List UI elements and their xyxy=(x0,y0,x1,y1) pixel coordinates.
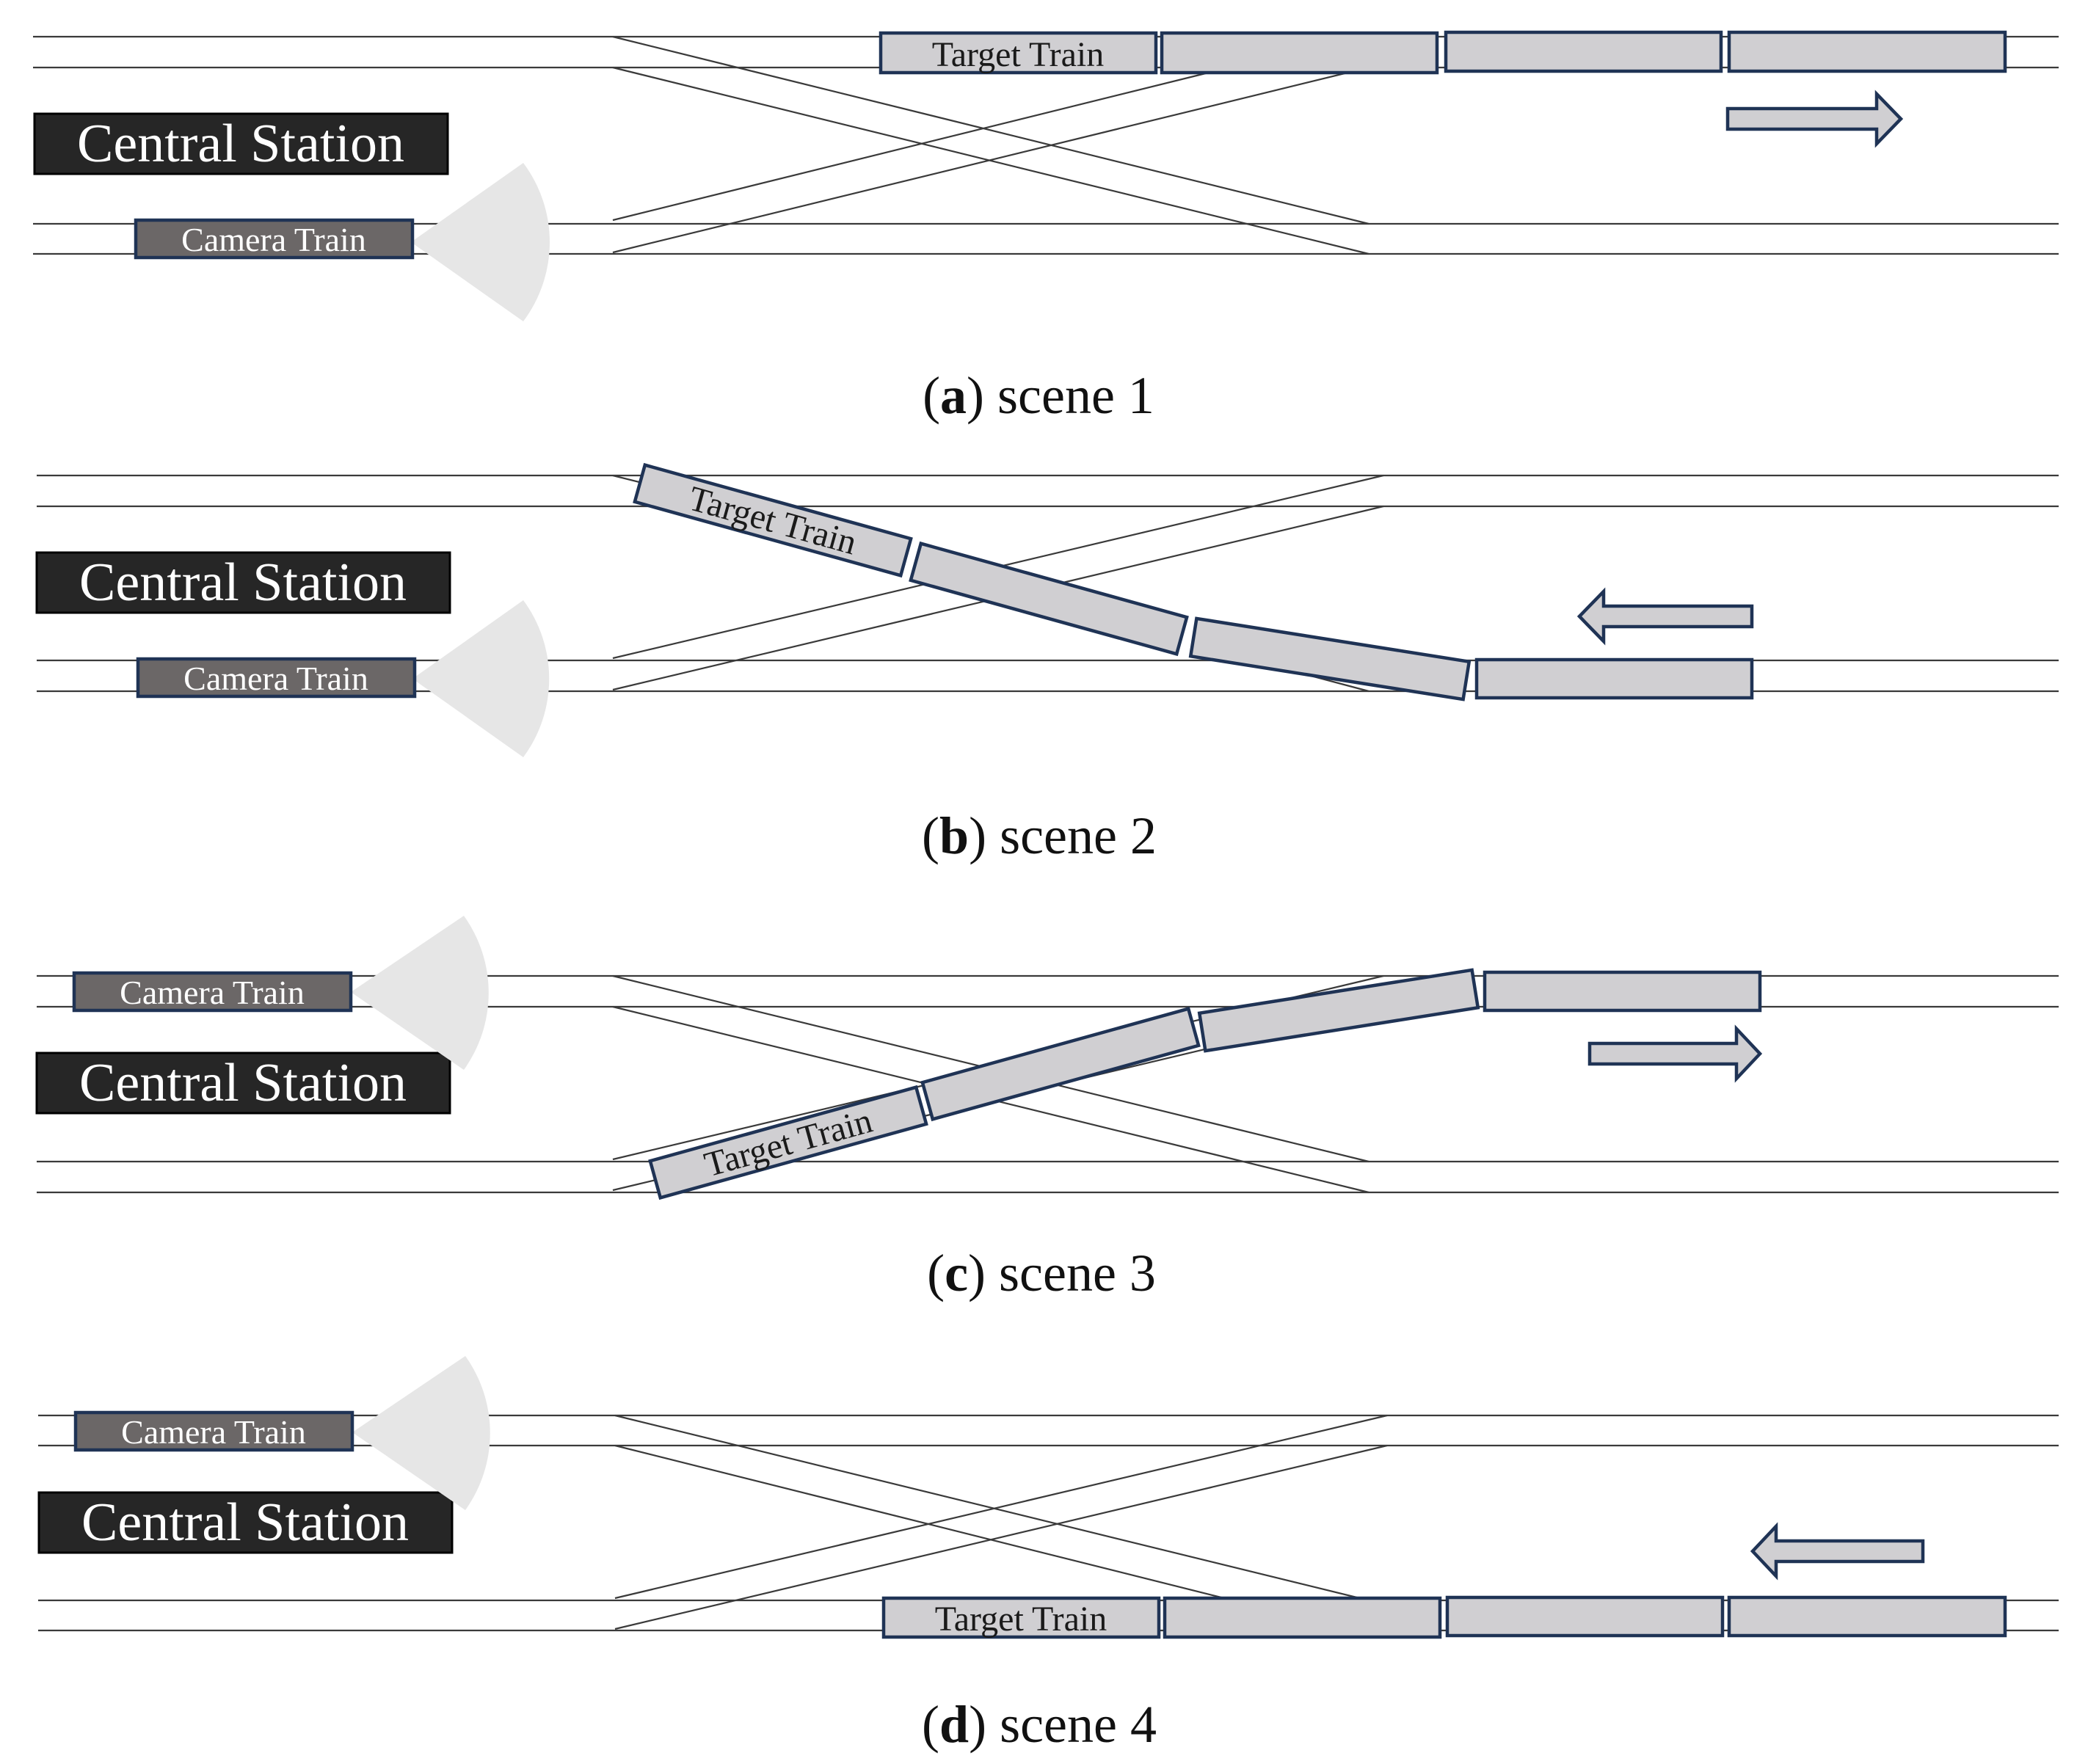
camera-view-cone xyxy=(412,600,550,757)
caption-letter: b xyxy=(939,806,969,865)
target-train: Target Train xyxy=(879,30,2007,75)
camera-train-label: Camera Train xyxy=(120,974,305,1011)
target-train-car xyxy=(909,541,1189,657)
panel-a: Central Station Camera Train Target Trai… xyxy=(33,30,2059,425)
camera-view-cone xyxy=(411,163,550,321)
caption-text: scene 1 xyxy=(997,366,1154,425)
target-train-car xyxy=(881,1596,1161,1639)
target-train-car xyxy=(879,31,1158,75)
direction-arrow-left xyxy=(1576,587,1754,646)
station: Central Station xyxy=(33,112,449,175)
central-station-label: Central Station xyxy=(81,1493,409,1553)
station: Central Station xyxy=(35,1052,451,1115)
target-train: Target Train xyxy=(648,968,1762,1200)
target-train-car xyxy=(648,1085,928,1200)
target-train: Target Train xyxy=(633,462,1754,701)
camera-train-car xyxy=(136,657,417,699)
camera-train-label: Camera Train xyxy=(121,1413,306,1451)
station: Central Station xyxy=(37,1491,454,1554)
camera-train: Camera Train xyxy=(73,1410,354,1452)
target-train-car xyxy=(1474,657,1754,700)
target-train-car xyxy=(1444,30,1723,73)
target-train-car xyxy=(1445,1595,1725,1638)
camera-train-car xyxy=(72,971,353,1013)
target-train-car xyxy=(1160,31,1439,75)
target-train-car xyxy=(1188,616,1472,701)
panel-c: Central Station Camera Train Target Trai… xyxy=(35,916,2059,1302)
panel-d: Central Station Camera Train Target Trai… xyxy=(37,1356,2059,1754)
panel-b: Central Station Camera Train Target Trai… xyxy=(35,462,2059,865)
camera-view-cone xyxy=(351,916,489,1070)
target-train-label: Target Train xyxy=(700,1101,876,1185)
caption-b: (b) scene 2 xyxy=(922,806,1157,865)
target-train-label: Target Train xyxy=(932,35,1104,74)
central-station-label: Central Station xyxy=(77,114,404,174)
camera-view-cone xyxy=(352,1356,490,1510)
caption-text: scene 3 xyxy=(999,1244,1156,1302)
target-train-car xyxy=(1727,30,2007,73)
camera-train-car xyxy=(134,218,415,260)
central-station-box xyxy=(35,1052,451,1115)
caption-a: (a) scene 1 xyxy=(923,366,1154,425)
direction-arrow-right xyxy=(1725,90,1904,148)
central-station-label: Central Station xyxy=(79,553,407,613)
camera-train-label: Camera Train xyxy=(181,221,366,258)
caption-c: (c) scene 3 xyxy=(927,1244,1156,1302)
caption-letter: d xyxy=(939,1695,969,1754)
target-train-car xyxy=(1197,968,1480,1053)
caption-text: scene 2 xyxy=(1000,806,1157,865)
camera-train: Camera Train xyxy=(136,657,417,699)
camera-train-car xyxy=(73,1410,354,1452)
caption-letter: a xyxy=(940,366,967,425)
central-station-label: Central Station xyxy=(79,1053,407,1113)
central-station-box xyxy=(33,112,449,175)
target-train: Target Train xyxy=(881,1595,2007,1639)
station: Central Station xyxy=(35,551,451,614)
target-train-label: Target Train xyxy=(685,479,861,563)
central-station-box xyxy=(35,551,451,614)
camera-train: Camera Train xyxy=(134,218,415,260)
caption-d: (d) scene 4 xyxy=(922,1695,1157,1754)
target-train-car xyxy=(633,462,913,578)
central-station-box xyxy=(37,1491,454,1554)
caption-text: scene 4 xyxy=(1000,1695,1157,1754)
target-train-car xyxy=(1163,1596,1442,1639)
target-train-car xyxy=(1483,970,1762,1013)
direction-arrow-left xyxy=(1750,1522,1925,1581)
direction-arrow-right xyxy=(1587,1024,1763,1083)
camera-train: Camera Train xyxy=(72,971,353,1013)
camera-train-label: Camera Train xyxy=(183,660,368,697)
target-train-car xyxy=(920,1006,1201,1122)
target-train-car xyxy=(1727,1595,2007,1638)
caption-letter: c xyxy=(945,1244,968,1302)
target-train-label: Target Train xyxy=(935,1600,1107,1639)
